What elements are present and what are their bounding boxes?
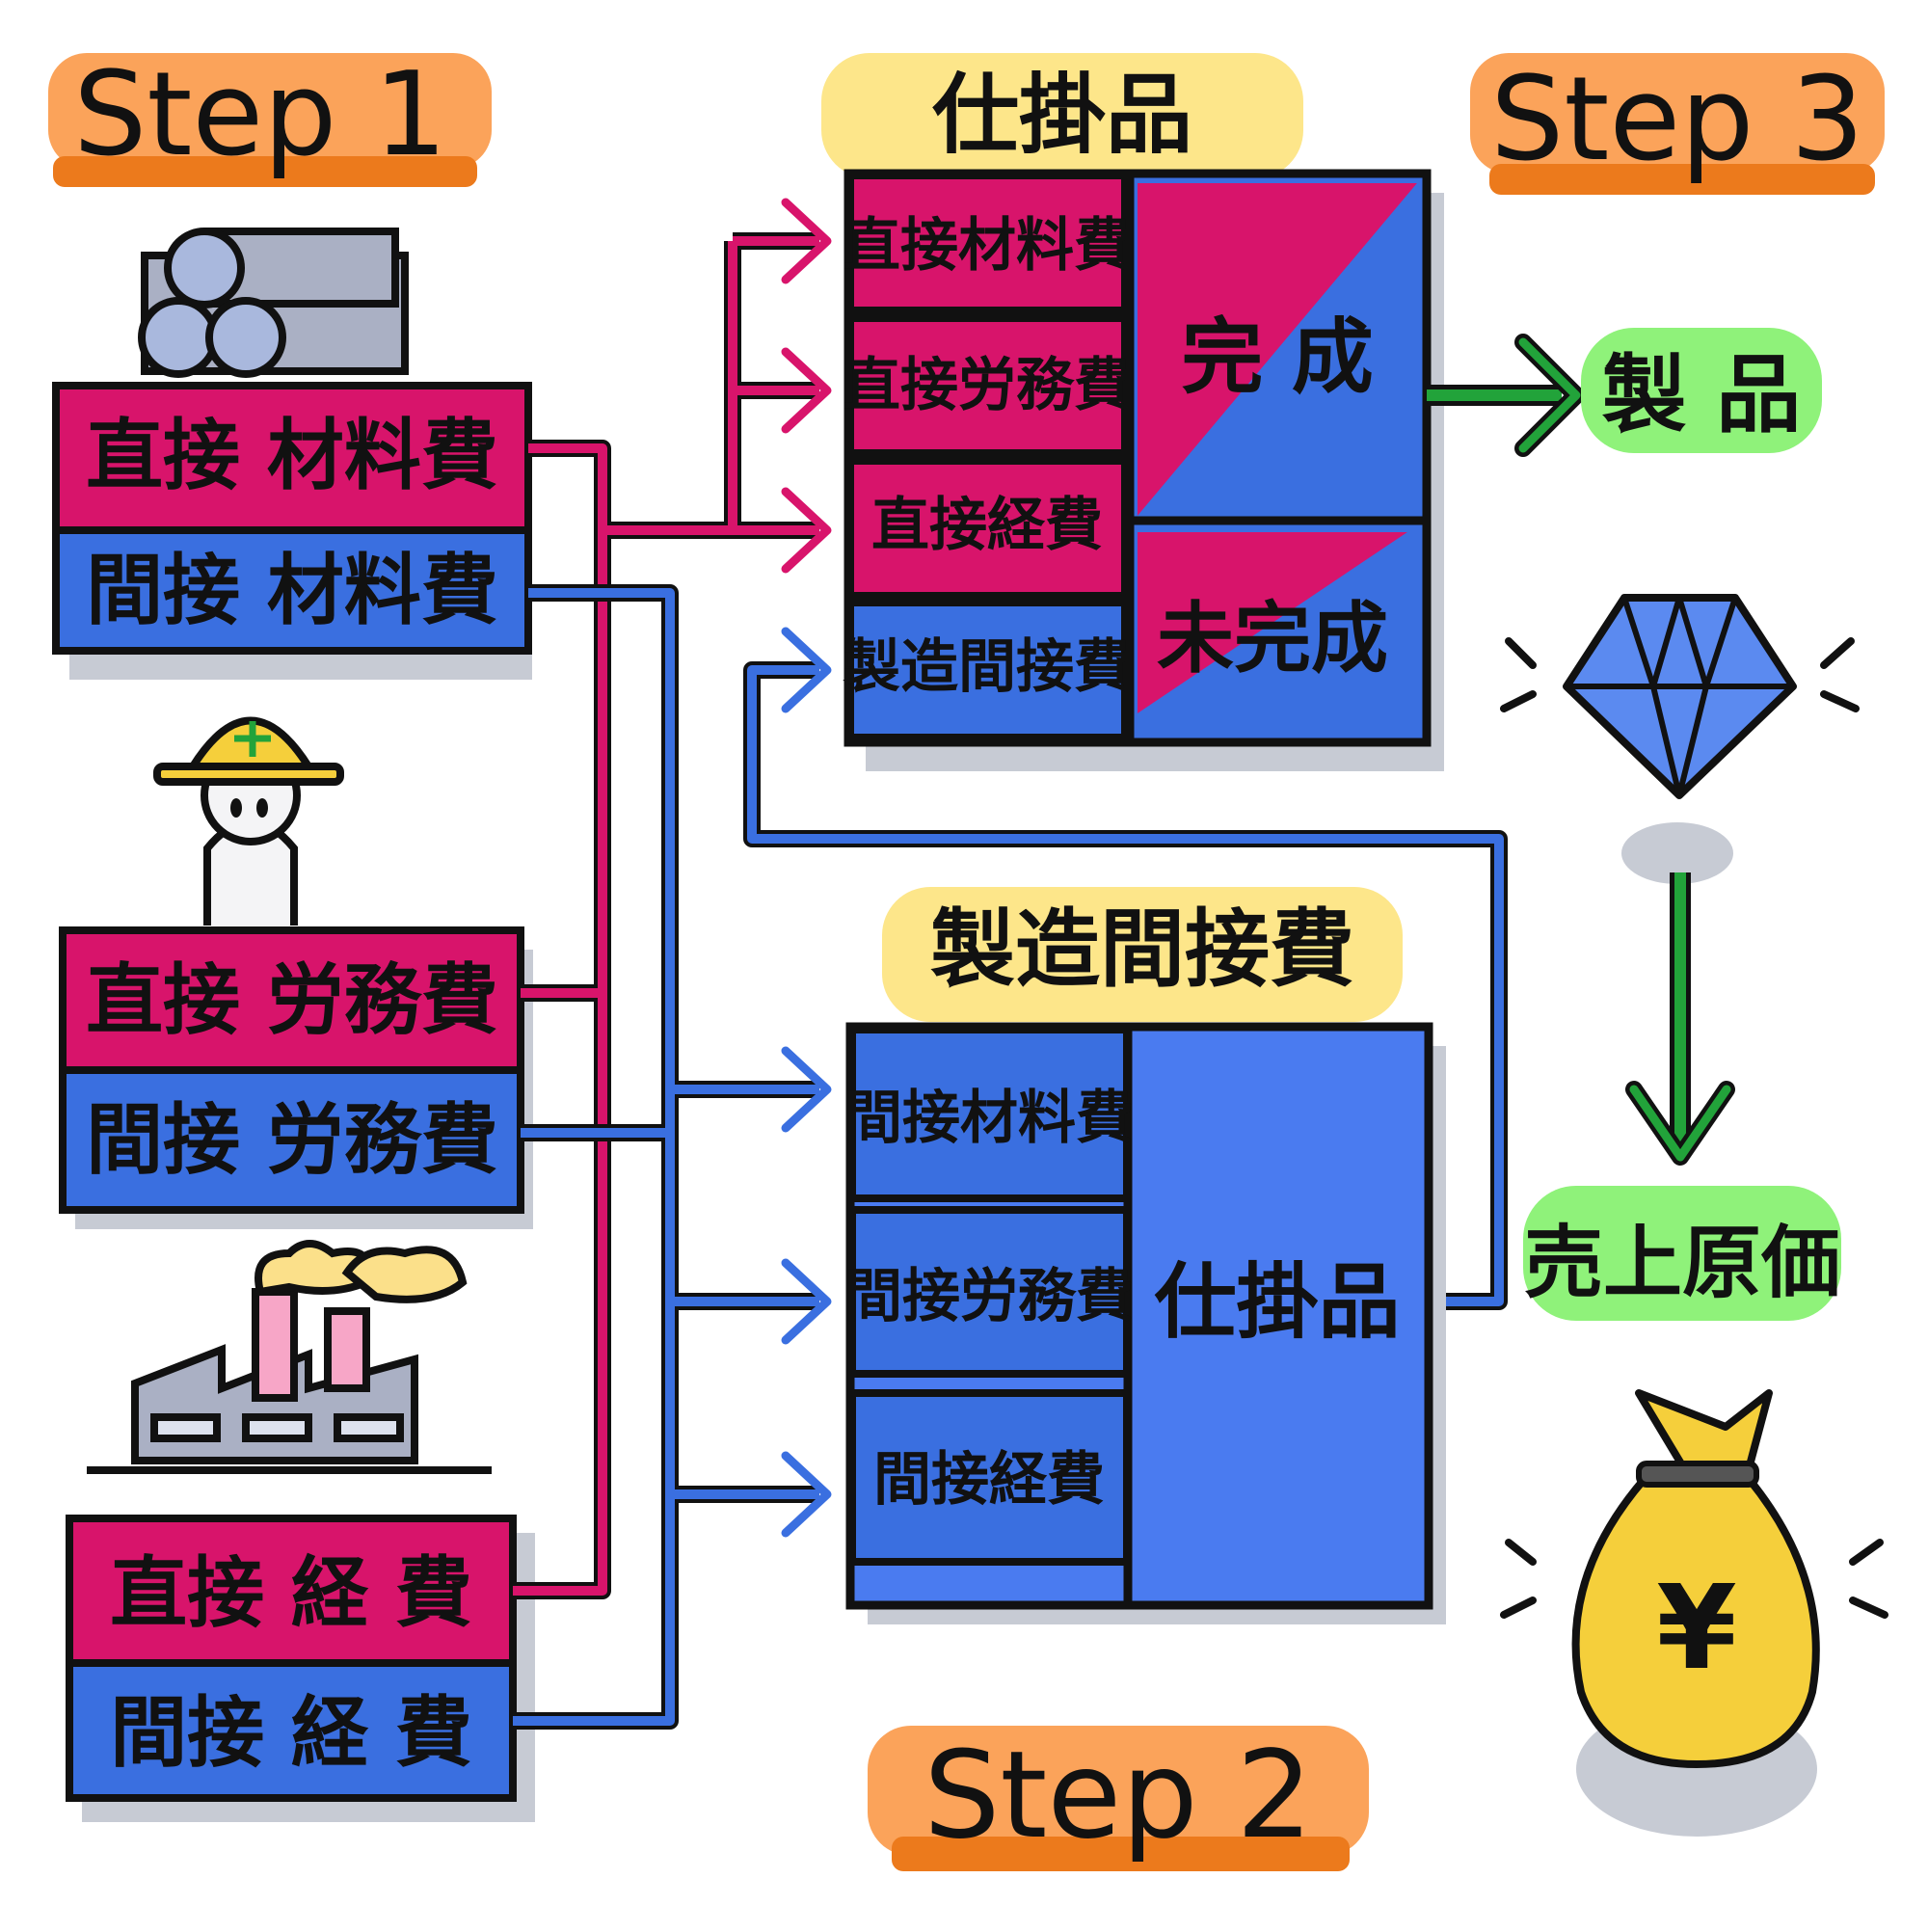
indirect-labor-label: 間接 労務費 — [86, 1095, 498, 1185]
uncompleted-indirect-share — [1138, 532, 1407, 713]
indirect-labor-box — [59, 1066, 524, 1214]
completed-indirect-share — [1138, 183, 1417, 516]
direct-expense-label: 直接 経 費 — [110, 1548, 472, 1638]
wip-row-label: 直接経費 — [871, 492, 1103, 559]
step3-underline — [1489, 164, 1875, 195]
direct-material-box — [52, 382, 532, 534]
step2-highlight — [868, 1726, 1369, 1856]
worker-helmet-icon — [153, 716, 344, 926]
product-label: 製 品 — [1602, 345, 1802, 444]
material-cost-block: 直接 材料費 間接 材料費 — [52, 382, 532, 680]
wip-row — [846, 599, 1129, 741]
wip-row-label: 製造間接費 — [843, 633, 1132, 701]
wip-account: 仕掛品 直接材料費 直接労務費 直接経費 製造間接費 完 成 未完成 — [821, 53, 1444, 771]
cogs-label: 売上原価 — [1524, 1218, 1840, 1309]
wip-header-highlight — [821, 53, 1303, 178]
cogs-highlight — [1523, 1186, 1841, 1321]
overhead-header-highlight — [882, 887, 1403, 1022]
step1-label: Step 1 — [48, 48, 492, 187]
overhead-transfer-label: 仕掛品 — [1154, 1255, 1400, 1351]
cogs-flow: 売上原価 — [1523, 872, 1841, 1321]
overhead-account: 製造間接費 間接材料費 間接労務費 間接経費 仕掛品 — [844, 887, 1446, 1624]
steel-pipes-icon — [138, 228, 409, 378]
overhead-row — [848, 1389, 1131, 1566]
product-highlight — [1581, 328, 1822, 453]
step2-underline — [892, 1837, 1350, 1871]
step2-label: Step 2 — [868, 1726, 1369, 1871]
connector-arrowheads — [781, 198, 832, 1538]
wip-row-label: 直接労務費 — [843, 352, 1132, 419]
direct-material-label: 直接 材料費 — [86, 411, 498, 500]
uncompleted-label: 未完成 — [1157, 594, 1388, 684]
overhead-row-label: 間接経費 — [873, 1446, 1105, 1514]
indirect-expense-box — [66, 1659, 517, 1802]
wip-header: 仕掛品 — [932, 65, 1192, 166]
step1-text: Step 1 — [73, 48, 447, 182]
completed-label: 完 成 — [1181, 310, 1374, 406]
labor-cost-block: 直接 労務費 間接 労務費 — [59, 926, 533, 1229]
wip-row — [846, 314, 1129, 457]
step3-label: Step 3 — [1470, 53, 1885, 195]
overhead-row-label: 間接労務費 — [844, 1263, 1134, 1330]
wip-row — [846, 457, 1129, 600]
wip-row — [846, 172, 1129, 314]
direct-cost-connectors — [513, 232, 819, 1599]
product-flow: 製 品 — [1427, 328, 1822, 457]
wip-row-label: 直接材料費 — [843, 212, 1132, 280]
indirect-expense-label: 間接 経 費 — [110, 1688, 472, 1778]
indirect-material-label: 間接 材料費 — [86, 546, 498, 635]
direct-labor-label: 直接 労務費 — [86, 955, 498, 1045]
overhead-header: 製造間接費 — [930, 899, 1354, 999]
diamond-icon — [1500, 594, 1860, 884]
step1-highlight — [48, 53, 492, 169]
overhead-row — [848, 1206, 1131, 1378]
money-bag-icon: ¥ — [1500, 1389, 1888, 1837]
overhead-row-label: 間接材料費 — [844, 1085, 1134, 1152]
step3-text: Step 3 — [1490, 53, 1864, 187]
expense-cost-block: 直接 経 費 間接 経 費 — [66, 1515, 535, 1822]
direct-expense-box — [66, 1515, 517, 1667]
indirect-material-box — [52, 526, 532, 655]
indirect-cost-connectors — [513, 584, 1508, 1730]
step1-underline — [53, 156, 477, 187]
currency-symbol: ¥ — [1656, 1562, 1737, 1696]
factory-icon — [87, 1240, 492, 1474]
step2-text: Step 2 — [924, 1726, 1313, 1865]
step3-highlight — [1470, 53, 1885, 174]
